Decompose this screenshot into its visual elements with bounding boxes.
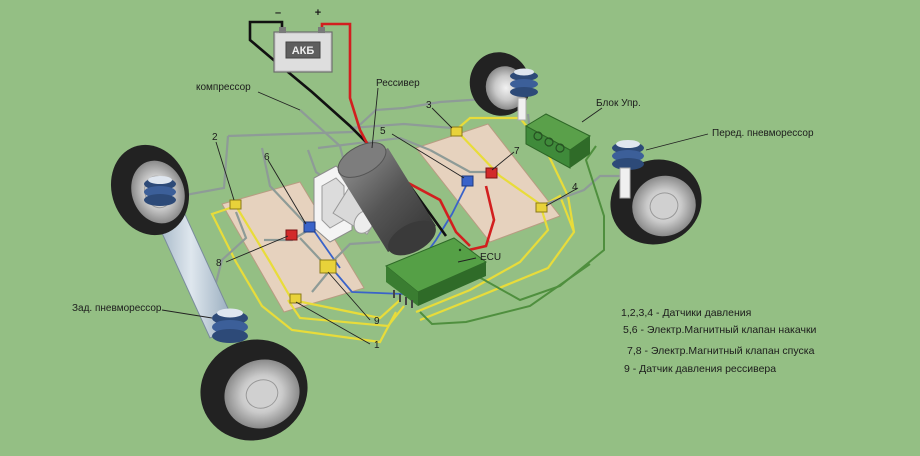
inflation-valve-6 <box>303 221 316 233</box>
pressure-sensor-4 <box>535 202 548 213</box>
sensors-and-valves <box>229 126 548 304</box>
pressure-sensor-1 <box>289 293 302 304</box>
pressure-sensor-3 <box>450 126 463 137</box>
air-spring-front-right <box>612 140 644 199</box>
battery-plus-sign: + <box>315 7 321 19</box>
callout-6: 6 <box>264 152 270 163</box>
wheel-rear-right <box>200 339 308 441</box>
ecu-unit <box>385 237 487 308</box>
callout-3: 3 <box>426 100 432 111</box>
air-spring-rear-left <box>144 176 176 206</box>
receiver-pressure-sensor-9 <box>319 259 337 274</box>
legend: 1,2,3,4 - Датчики давления 5,6 - Электр.… <box>621 307 817 375</box>
label-compressor: компрессор <box>196 82 251 93</box>
label-receiver: Рессивер <box>376 78 420 89</box>
legend-item-4: 9 - Датчик давления рессивера <box>624 363 776 375</box>
callout-2: 2 <box>212 132 218 143</box>
pressure-sensor-2 <box>229 199 242 210</box>
label-front-air-spring: Перед. пневморессор <box>712 128 814 139</box>
wheel-front-right <box>610 159 702 245</box>
legend-item-1: 1,2,3,4 - Датчики давления <box>621 307 751 319</box>
label-rear-air-spring: Зад. пневморессор <box>72 303 162 314</box>
deflation-valve-8 <box>285 229 298 241</box>
control-block <box>524 113 591 169</box>
legend-item-2: 5,6 - Электр.Магнитный клапан накачки <box>623 324 817 336</box>
control-wiring-green <box>419 145 605 326</box>
battery: АКБ – + <box>273 7 333 73</box>
label-control-block: Блок Упр. <box>596 98 641 109</box>
valve-board-front <box>415 123 561 243</box>
battery-label: АКБ <box>292 45 315 57</box>
callout-1: 1 <box>374 340 380 351</box>
callout-7: 7 <box>514 146 520 157</box>
air-spring-front-left <box>510 68 538 121</box>
callout-4: 4 <box>572 182 578 193</box>
deflation-valve-7 <box>485 167 498 179</box>
callout-8: 8 <box>216 258 222 269</box>
label-ecu: ECU <box>480 252 501 263</box>
inflation-valve-5 <box>461 175 474 187</box>
air-spring-rear-right <box>212 308 248 343</box>
leader-lines <box>161 87 709 345</box>
legend-item-3: 7,8 - Электр.Магнитный клапан спуска <box>627 345 815 357</box>
receiver-tank <box>337 142 436 256</box>
battery-minus-sign: – <box>275 7 281 19</box>
callout-9: 9 <box>374 316 380 327</box>
callout-5: 5 <box>380 126 386 137</box>
